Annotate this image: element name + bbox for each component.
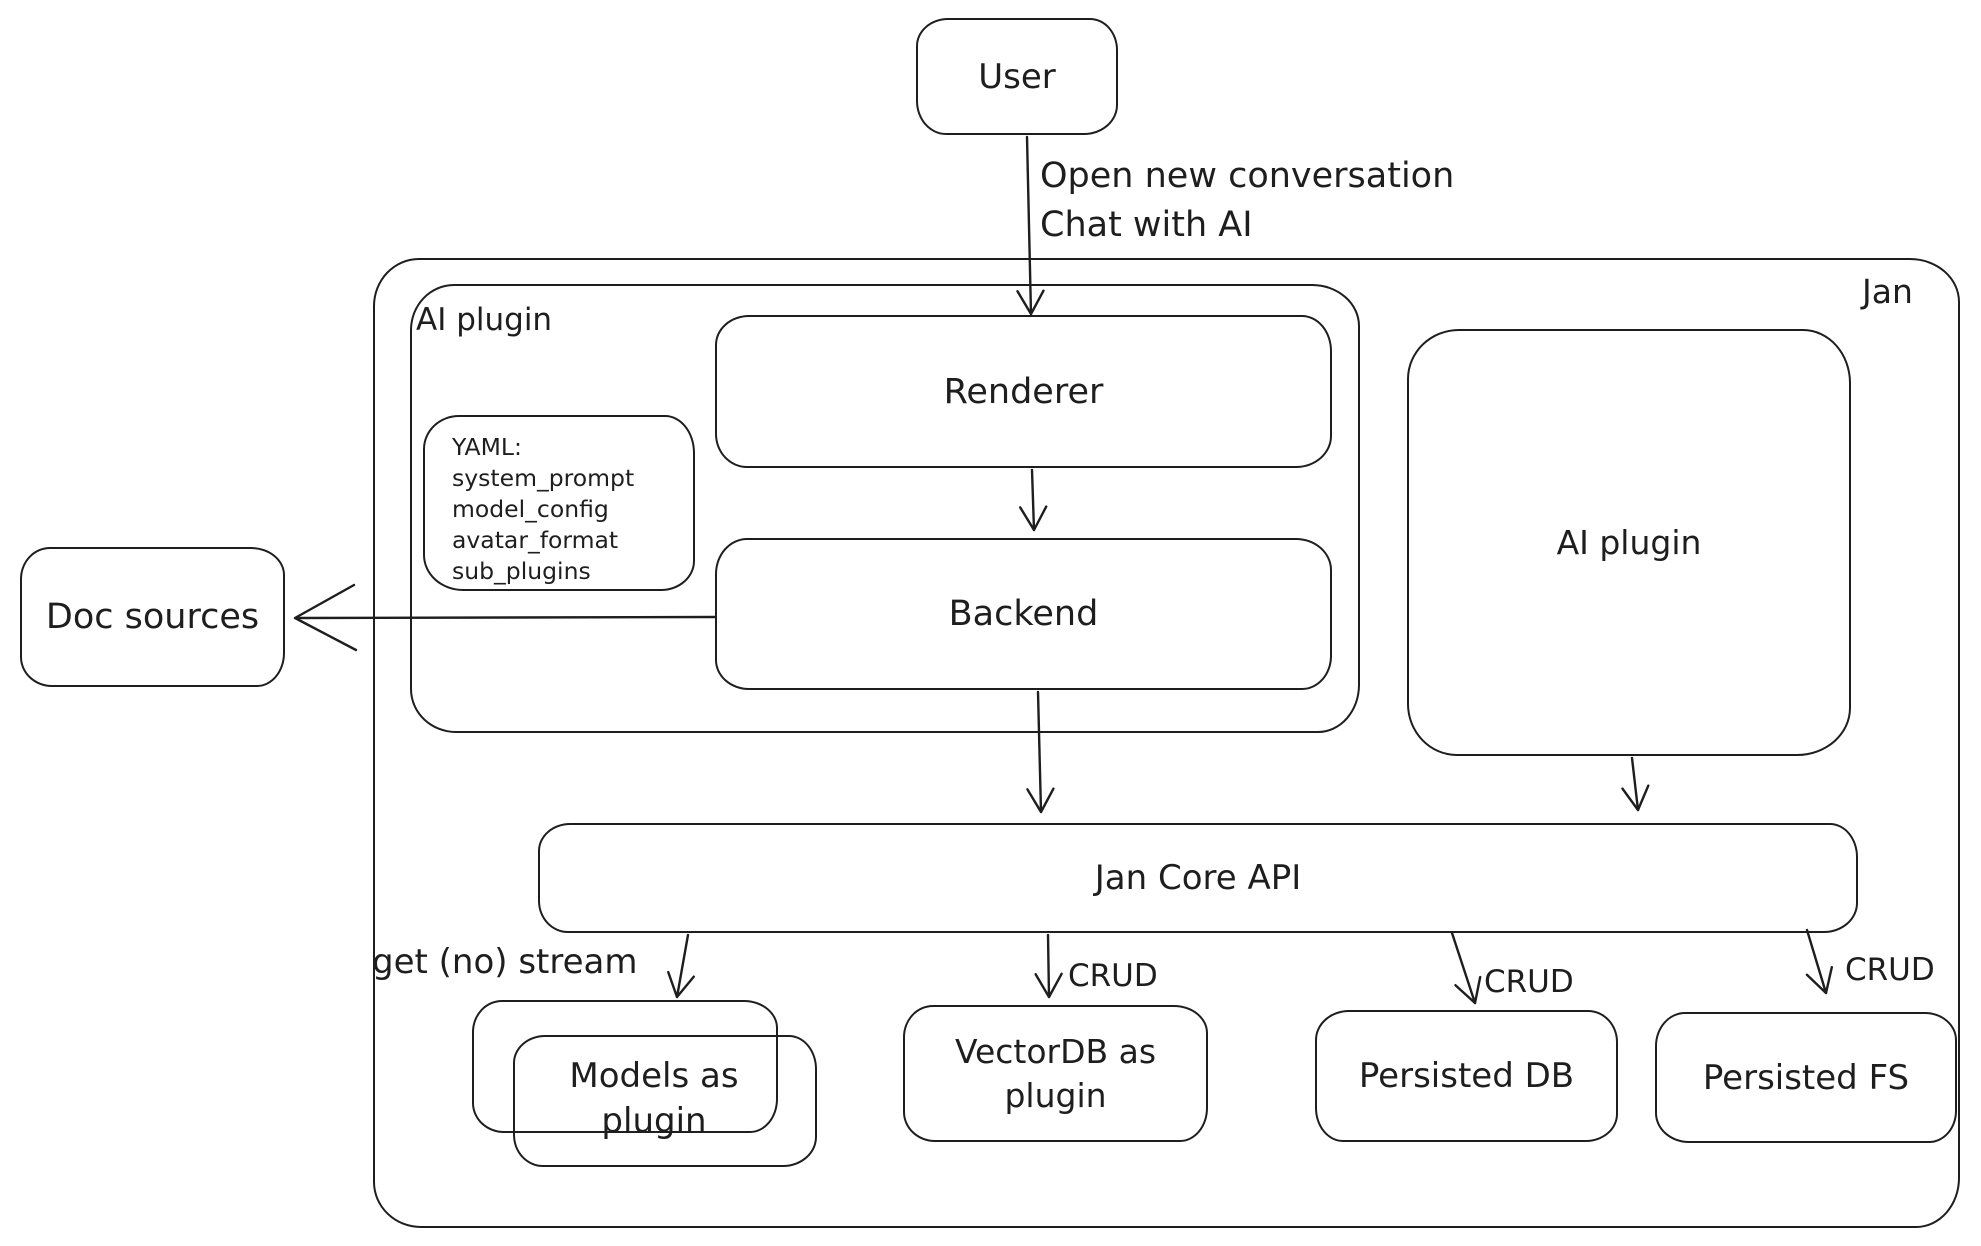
backend-node: Backend [715, 538, 1332, 690]
jan-core-api-node: Jan Core API [538, 823, 1858, 933]
yaml-note-line: system_prompt [452, 464, 635, 492]
yaml-note-line: avatar_format [452, 526, 619, 554]
jan-container [373, 258, 1960, 1228]
yaml-note: YAML: system_prompt model_config avatar_… [423, 415, 695, 591]
models-as-plugin-label: Models as plugin [569, 1056, 739, 1141]
ai-plugin-container-label: AI plugin [416, 302, 553, 338]
persisted-fs-label: Persisted FS [1702, 1057, 1910, 1098]
backend-node-label: Backend [948, 594, 1099, 634]
yaml-note-title: YAML: [452, 433, 522, 461]
ai-plugin-container [410, 284, 1360, 733]
edge-label-crud-persisted-fs: CRUD [1845, 952, 1935, 988]
vectordb-as-plugin-label: VectorDB as plugin [954, 1031, 1157, 1115]
ai-plugin-right-node: AI plugin [1407, 329, 1851, 756]
persisted-db-label: Persisted DB [1358, 1056, 1575, 1096]
vectordb-as-plugin-node: VectorDB as plugin [903, 1005, 1208, 1142]
models-as-plugin-box-front [513, 1035, 817, 1167]
persisted-db-node: Persisted DB [1315, 1010, 1618, 1142]
doc-sources-node-label: Doc sources [45, 597, 260, 637]
renderer-node: Renderer [715, 315, 1332, 468]
edge-label-get-no-stream: get (no) stream [372, 942, 638, 982]
ai-plugin-right-node-label: AI plugin [1556, 523, 1702, 562]
edge-label-line-1: Open new conversation [1040, 156, 1455, 196]
jan-core-api-node-label: Jan Core API [1094, 858, 1302, 898]
arrowhead-docsources [293, 583, 358, 652]
edge-label-user-to-renderer: Open new conversation Chat with AI [1040, 152, 1454, 250]
renderer-node-label: Renderer [943, 371, 1104, 412]
persisted-fs-node: Persisted FS [1655, 1012, 1957, 1143]
models-as-plugin-box-back [472, 1000, 778, 1133]
edge-label-crud-vectordb: CRUD [1068, 958, 1158, 994]
jan-container-label: Jan [1862, 272, 1913, 311]
user-node-label: User [978, 56, 1056, 97]
edge-label-crud-persisted-db: CRUD [1484, 964, 1574, 1000]
yaml-note-line: sub_plugins [452, 557, 591, 585]
yaml-note-line: model_config [452, 495, 609, 523]
edge-label-line-2: Chat with AI [1040, 205, 1253, 245]
user-node: User [916, 18, 1118, 135]
doc-sources-node: Doc sources [20, 547, 285, 687]
